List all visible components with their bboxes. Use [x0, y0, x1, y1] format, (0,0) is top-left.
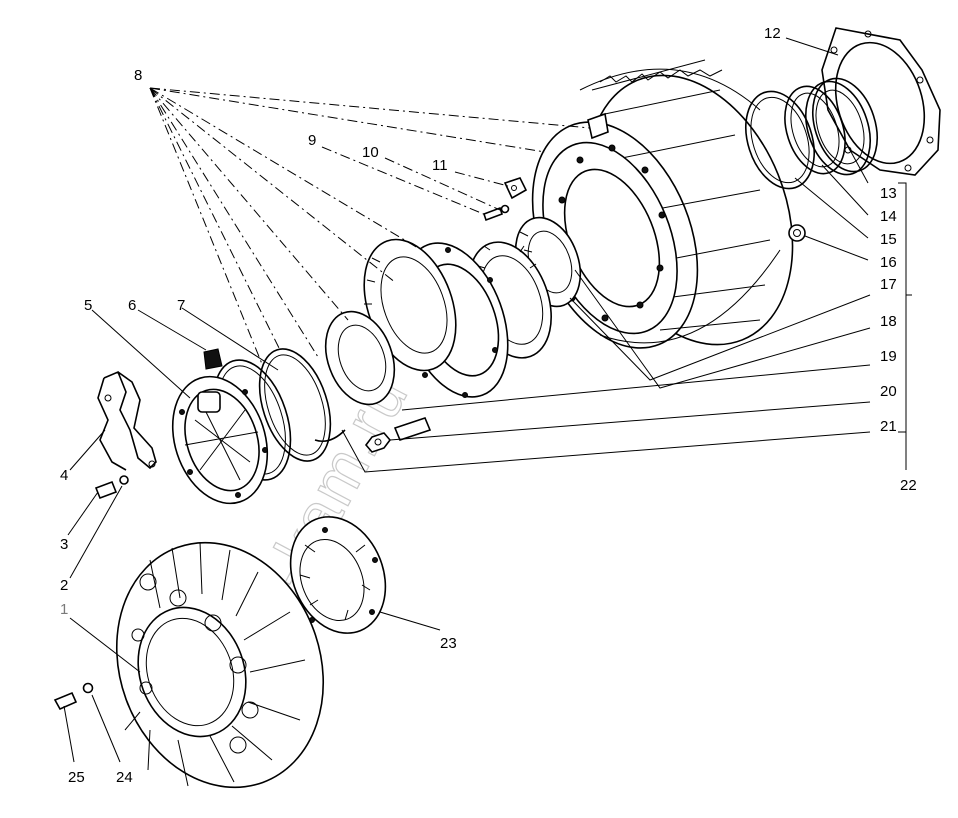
- label-3: 3: [60, 536, 68, 553]
- part-24-washer: [82, 682, 94, 694]
- part-2-washer: [119, 475, 129, 485]
- label-12: 12: [764, 25, 781, 42]
- part-25-bolt: [53, 691, 78, 711]
- label-7: 7: [177, 297, 185, 314]
- label-2: 2: [60, 577, 68, 594]
- label-21: 21: [880, 418, 897, 435]
- part-10-small-bolt: [482, 204, 510, 222]
- label-15: 15: [880, 231, 897, 248]
- label-11: 11: [432, 157, 448, 174]
- part-13-bearing: [805, 77, 878, 176]
- label-17: 17: [880, 276, 897, 293]
- part-1-brake-disc: [115, 541, 325, 789]
- part-23-hub-cap: [289, 516, 387, 634]
- part-15-ring: [745, 90, 815, 190]
- label-5: 5: [84, 297, 92, 314]
- label-20: 20: [880, 383, 897, 400]
- part-3-bolt: [94, 480, 118, 500]
- label-9: 9: [308, 132, 316, 149]
- label-1: 1: [60, 601, 68, 618]
- part-10-ring: [324, 310, 396, 406]
- part-7-snap-ring: [258, 348, 346, 462]
- part-labels: 1 2 3 4 5 6 7 8 9 10 11 12 13 14 15 16 1…: [60, 25, 917, 786]
- label-23: 23: [440, 635, 457, 652]
- label-24: 24: [116, 769, 133, 786]
- label-14: 14: [880, 208, 897, 225]
- label-6: 6: [128, 297, 136, 314]
- part-11-bracket: [503, 177, 528, 200]
- label-19: 19: [880, 348, 897, 365]
- part-12-flange: [821, 27, 941, 176]
- label-18: 18: [880, 313, 897, 330]
- part-20-bolt: [364, 417, 432, 453]
- part-5-cover: [171, 375, 269, 505]
- label-8: 8: [134, 67, 142, 84]
- label-10: 10: [362, 144, 379, 161]
- part-4-bracket: [97, 370, 157, 471]
- label-4: 4: [60, 467, 68, 484]
- label-16: 16: [880, 254, 897, 271]
- label-22: 22: [900, 477, 917, 494]
- label-13: 13: [880, 185, 897, 202]
- leader-lines: [63, 37, 912, 763]
- part-6-plug: [203, 348, 223, 370]
- label-25: 25: [68, 769, 85, 786]
